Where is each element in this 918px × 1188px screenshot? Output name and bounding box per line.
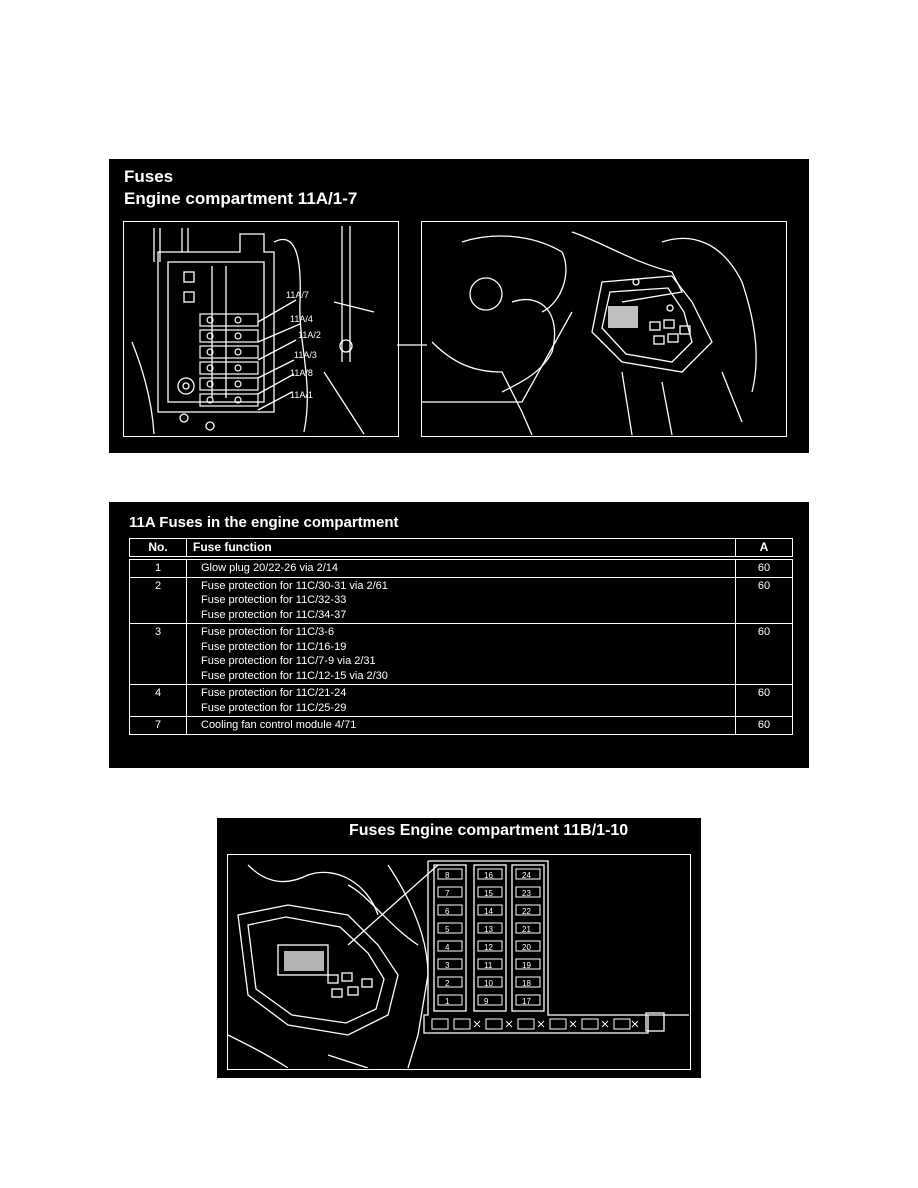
- fuse-slot-label: 1: [445, 997, 450, 1006]
- fuse-function-line: Fuse protection for 11C/7-9 via 2/31: [201, 655, 376, 667]
- fuse-slot-label: 19: [522, 961, 531, 970]
- fuse-table-header: No. Fuse function A: [129, 538, 793, 557]
- fuse-slot-label: 13: [484, 925, 493, 934]
- table-row: 2 Fuse protection for 11C/30-31 via 2/61…: [129, 576, 793, 624]
- fuse-diagram-11b-panel: Fuses Engine compartment 11B/1-10: [217, 818, 701, 1078]
- fuse-function-line: Glow plug 20/22-26 via 2/14: [201, 562, 338, 574]
- fuse-function: Fuse protection for 11C/3-6 Fuse protect…: [186, 623, 736, 685]
- fuse-amps: 60: [735, 623, 793, 685]
- fuse-function-line: Fuse protection for 11C/3-6: [201, 626, 335, 638]
- fuse-function-line: Fuse protection for 11C/21-24: [201, 687, 347, 699]
- fuse-slot-label: 15: [484, 889, 493, 898]
- callout-11a4: 11A/4: [290, 314, 313, 324]
- fusebox-closeup-drawing: 11A/7 11A/4 11A/2 11A/3 11A/8 11A/1: [131, 226, 375, 435]
- fuse-function: Fuse protection for 11C/30-31 via 2/61 F…: [186, 576, 736, 624]
- fuse-slot-label: 9: [484, 997, 489, 1006]
- fuse-number: 1: [129, 559, 187, 578]
- fuse-diagram-11a-panel: Fuses Engine compartment 11A/1-7: [109, 159, 809, 453]
- fuse-slot-label: 14: [484, 907, 493, 916]
- fuse-slot-label: 24: [522, 871, 531, 880]
- engine-bay-drawing: [422, 231, 757, 435]
- fuse-table: No. Fuse function A 1 Glow plug 20/22-26…: [129, 538, 793, 735]
- fuse-slot-label: 20: [522, 943, 531, 952]
- fuse-slot-label: 23: [522, 889, 531, 898]
- fuse-slot-label: 5: [445, 925, 450, 934]
- fuse-slot-label: 2: [445, 979, 450, 988]
- leader-line: [397, 344, 427, 346]
- panel-a-title: Fuses: [124, 167, 174, 186]
- fuse-slot-label: 21: [522, 925, 531, 934]
- table-row: 7 Cooling fan control module 4/71 60: [129, 716, 793, 735]
- fuse-function-line: Fuse protection for 11C/16-19: [201, 640, 347, 653]
- header-function: Fuse function: [186, 538, 736, 557]
- fuse-slot-label: 4: [445, 943, 450, 952]
- callout-11a1: 11A/1: [290, 390, 313, 400]
- fuse-number: 7: [129, 716, 187, 735]
- callout-11a2: 11A/2: [298, 330, 321, 340]
- panel-a-subtitle: Engine compartment 11A/1-7: [124, 189, 358, 208]
- panel-c-title: Fuses Engine compartment 11B/1-10: [349, 822, 629, 839]
- fuse-number: 3: [129, 623, 187, 685]
- engine-bay-location-illustration: [421, 221, 787, 437]
- fuse-slot-label: 3: [445, 961, 450, 970]
- fuse-function-line: Fuse protection for 11C/12-15 via 2/30: [201, 669, 388, 682]
- header-no: No.: [129, 538, 187, 557]
- fusebox-closeup-illustration: 11A/7 11A/4 11A/2 11A/3 11A/8 11A/1: [123, 221, 399, 437]
- fuse-function-line: Fuse protection for 11C/25-29: [201, 701, 347, 714]
- fuse-slot-label: 10: [484, 979, 493, 988]
- fusebox-11b-illustration: 8 7 6 5 4 3 2 1 16 15 14 13 12 11 10 9 2…: [227, 854, 691, 1070]
- fuse-slot-label: 17: [522, 997, 531, 1006]
- fuse-function-line: Fuse protection for 11C/30-31 via 2/61: [201, 579, 388, 592]
- fuse-amps: 60: [735, 684, 793, 717]
- fuse-function-line: Fuse protection for 11C/32-33: [201, 594, 347, 606]
- fuse-function: Fuse protection for 11C/21-24 Fuse prote…: [186, 684, 736, 717]
- fusebox-11b-drawing: 8 7 6 5 4 3 2 1 16 15 14 13 12 11 10 9 2…: [228, 860, 689, 1068]
- fuse-slot-label: 22: [522, 907, 531, 916]
- fuse-slot-label: 7: [445, 889, 450, 898]
- fuse-slot-label: 16: [484, 871, 493, 880]
- fuse-number: 4: [129, 684, 187, 717]
- callout-11a3: 11A/3: [294, 350, 317, 360]
- fuse-function: Glow plug 20/22-26 via 2/14: [186, 559, 736, 578]
- fuse-slot-label: 18: [522, 979, 531, 988]
- fuse-slot-label: 8: [445, 871, 450, 880]
- fuse-function-line: Cooling fan control module 4/71: [201, 719, 357, 731]
- fuse-slot-label: 6: [445, 907, 450, 916]
- callout-11a8: 11A/8: [290, 368, 313, 378]
- table-row: 4 Fuse protection for 11C/21-24 Fuse pro…: [129, 684, 793, 717]
- fuse-slot-label: 12: [484, 943, 493, 952]
- fuse-table-11a-panel: 11A Fuses in the engine compartment No. …: [109, 502, 809, 768]
- fuse-amps: 60: [735, 559, 793, 578]
- fuse-amps: 60: [735, 576, 793, 624]
- fuse-function-line: Fuse protection for 11C/34-37: [201, 608, 347, 621]
- callout-11a7: 11A/7: [286, 290, 309, 300]
- fuse-number: 2: [129, 576, 187, 624]
- table-row: 1 Glow plug 20/22-26 via 2/14 60: [129, 559, 793, 578]
- fuse-function: Cooling fan control module 4/71: [186, 716, 736, 735]
- fuse-slot-label: 11: [484, 961, 493, 970]
- table-row: 3 Fuse protection for 11C/3-6 Fuse prote…: [129, 623, 793, 685]
- header-amps: A: [735, 538, 793, 557]
- fuse-amps: 60: [735, 716, 793, 735]
- relay-strip: [431, 1018, 639, 1030]
- fuse-table-title: 11A Fuses in the engine compartment: [129, 514, 399, 531]
